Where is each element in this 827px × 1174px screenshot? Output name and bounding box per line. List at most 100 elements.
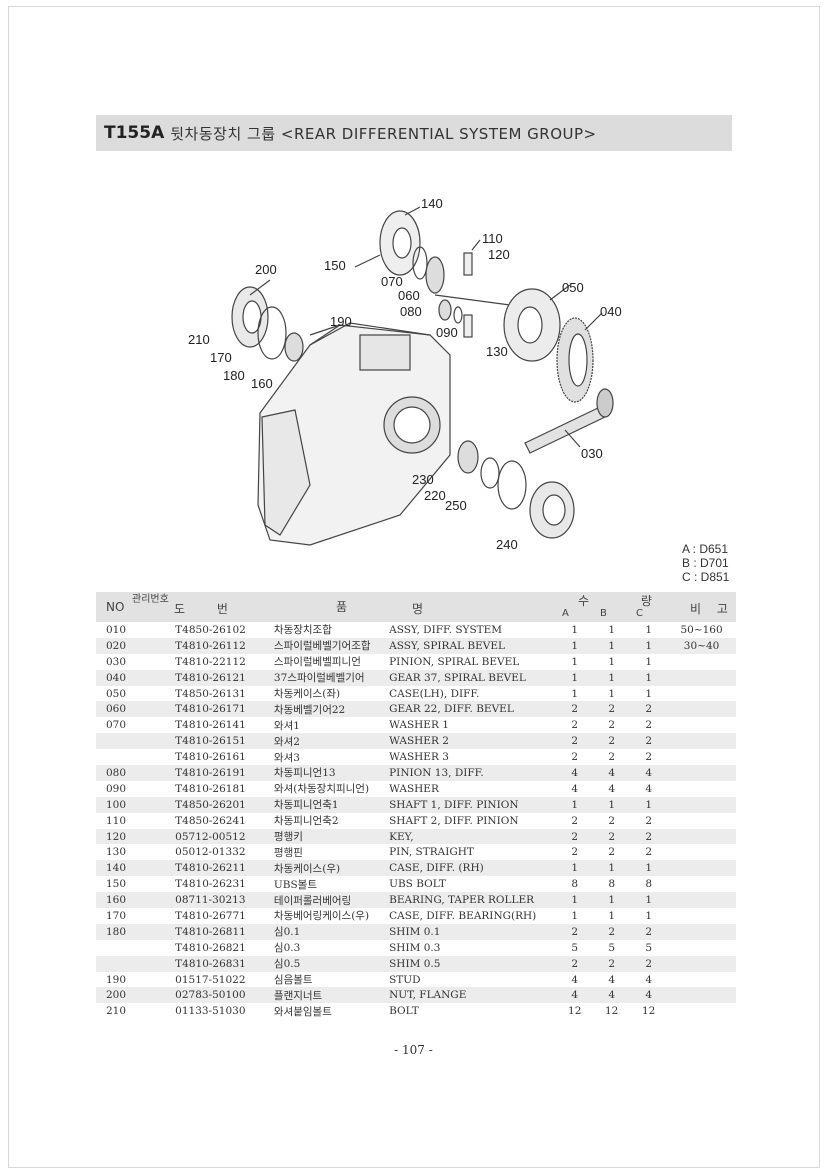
cell-kor: 차동피니언축2 [273, 815, 339, 828]
cell-a: 2 [571, 814, 579, 827]
housing-window [359, 334, 411, 371]
cell-kor: 와셔3 [273, 751, 300, 764]
cell-no: 030 [106, 655, 127, 668]
cell-part: T4810-26181 [175, 782, 246, 795]
part-110 [463, 252, 473, 276]
cell-kor: 차동베벨기어22 [273, 701, 390, 718]
cell-part: T4810-26831 [145, 955, 274, 972]
cell-part: T4810-26141 [175, 719, 246, 732]
cell-rem [667, 972, 736, 988]
cell-c: 2 [645, 751, 652, 764]
cell-rem [667, 940, 736, 956]
cell-kor: 심0.1 [273, 923, 390, 940]
cell-a: 5 [571, 941, 579, 954]
cell-eng: KEY, [389, 828, 557, 845]
page-border [8, 6, 820, 1168]
part-180 [257, 306, 287, 360]
cell-b: 1 [593, 860, 631, 877]
cell-rem [667, 669, 736, 686]
cell-b: 1 [608, 623, 616, 636]
cell-part: 01133-51030 [175, 1005, 246, 1018]
cell-a: 2 [571, 846, 579, 859]
cell-eng: ASSY, SPIRAL BEVEL [389, 637, 557, 654]
cell-part: 01517-51022 [175, 973, 246, 986]
cell-b: 1 [608, 687, 616, 700]
cell-eng: GEAR 22, DIFF. BEVEL [389, 701, 557, 718]
cell-c: 4 [630, 765, 668, 781]
cell-eng: NUT, FLANGE [389, 987, 557, 1004]
cell-eng: WASHER 1 [389, 719, 449, 732]
cell-eng: WASHER [389, 782, 439, 795]
cell-part: T4810-26211 [145, 860, 274, 877]
cell-eng: SHAFT 1, DIFF. PINION [389, 796, 557, 813]
cell-c: 12 [641, 1005, 656, 1018]
cell-a: 2 [556, 733, 594, 750]
cell-kor: 와셔(차동장치피니언) [273, 783, 370, 796]
page-number: - 107 - [394, 1043, 433, 1057]
callout-130: 130 [486, 344, 508, 359]
cell-kor: 스파이럴베벨기어조합 [273, 637, 390, 654]
cell-no [96, 955, 146, 972]
cell-no: 080 [96, 765, 146, 781]
cell-eng: SHIM 0.5 [389, 955, 557, 972]
part-220 [480, 457, 500, 489]
table-header: NO 관리번호 도 번 품 명 수 량 A B C 비 고 [96, 592, 736, 622]
cell-b: 4 [593, 987, 631, 1004]
header-qty: 수 량 [578, 594, 676, 608]
part-250 [497, 460, 527, 510]
part-070 [412, 246, 428, 280]
cell-no: 170 [106, 909, 127, 922]
cell-kor: 와셔1 [273, 719, 300, 732]
cell-a: 4 [556, 765, 594, 781]
callout-030: 030 [581, 446, 603, 461]
cell-no: 040 [96, 669, 146, 686]
callout-220: 220 [424, 488, 446, 503]
callout-140: 140 [421, 196, 443, 211]
cell-c: 1 [645, 909, 652, 922]
cell-a: 1 [571, 909, 579, 922]
cell-no: 020 [96, 637, 146, 654]
cell-eng: CASE, DIFF. BEARING(RH) [389, 909, 537, 922]
cell-a: 2 [571, 751, 579, 764]
cell-kor: 37스파이럴베벨기어 [273, 669, 390, 686]
cell-b: 4 [608, 782, 616, 795]
cell-eng: SHAFT 2, DIFF. PINION [389, 814, 519, 827]
cell-c: 4 [630, 987, 668, 1004]
cell-kor: 평행키 [273, 828, 390, 845]
cell-c: 4 [645, 973, 652, 986]
cell-a: 4 [571, 782, 579, 795]
cell-b: 2 [608, 814, 616, 827]
cell-rem [667, 892, 736, 909]
cell-a: 2 [556, 701, 594, 718]
cell-no: 120 [96, 828, 146, 845]
cell-kor: 차동피니언13 [273, 765, 390, 781]
callout-150: 150 [324, 258, 346, 273]
cell-a: 1 [556, 860, 594, 877]
cell-eng: SHIM 0.1 [389, 923, 557, 940]
cell-b: 1 [593, 637, 631, 654]
cell-no [96, 749, 145, 765]
callout-200: 200 [255, 262, 277, 277]
cell-c: 2 [645, 719, 652, 732]
callout-190: 190 [330, 314, 352, 329]
cell-no: 130 [106, 846, 127, 859]
cell-b: 4 [608, 973, 616, 986]
callout-090: 090 [436, 325, 458, 340]
cell-rem [667, 781, 736, 797]
cell-c: 1 [630, 892, 668, 909]
cell-part: T4810-26121 [145, 669, 274, 686]
cell-rem [667, 686, 736, 702]
cell-a: 4 [571, 973, 579, 986]
cell-rem [667, 733, 736, 750]
